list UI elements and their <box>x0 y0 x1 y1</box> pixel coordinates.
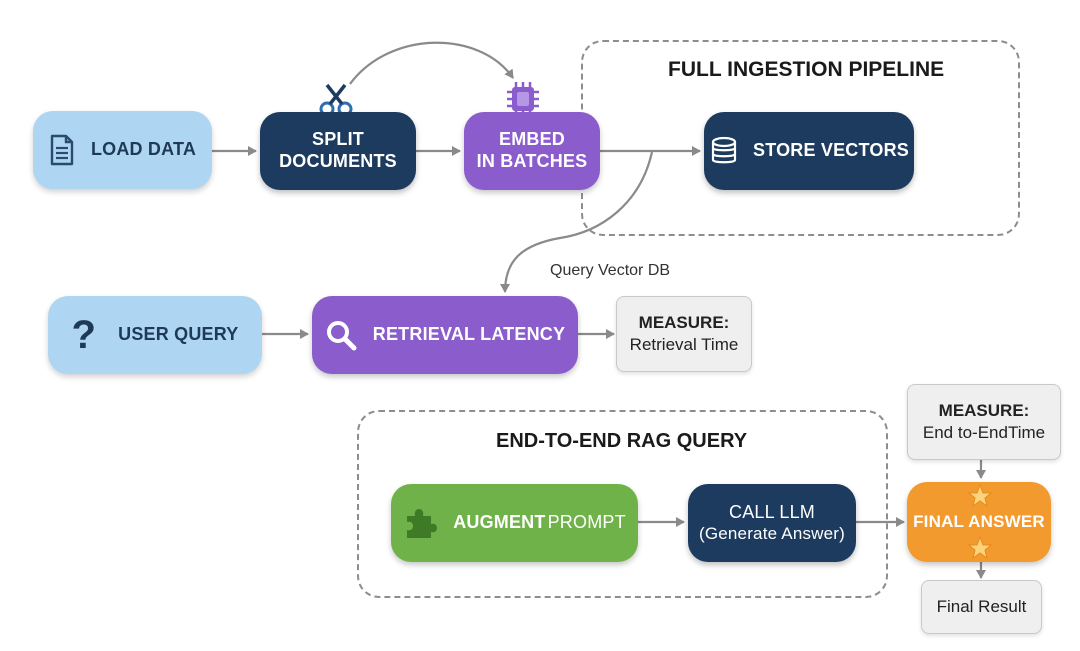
final-result-text: Final Result <box>936 597 1027 616</box>
database-icon <box>709 136 739 166</box>
embed-batches-label-2: IN BATCHES <box>476 151 588 171</box>
call-llm-label-1: CALL LLM <box>729 502 815 522</box>
retrieval-latency-node[interactable]: RETRIEVAL LATENCY <box>312 296 578 374</box>
star-icon <box>967 483 993 513</box>
final-result-note: Final Result <box>921 580 1042 634</box>
measure-e2e-text: End to-EndTime <box>922 423 1046 442</box>
augment-prompt-node[interactable]: AUGMENT PROMPT <box>391 484 638 562</box>
store-vectors-label: STORE VECTORS <box>753 140 909 161</box>
user-query-node[interactable]: ? USER QUERY <box>48 296 262 374</box>
split-documents-node[interactable]: SPLIT DOCUMENTS <box>260 112 416 190</box>
measure-e2e-title: MEASURE: <box>938 401 1030 420</box>
retrieval-latency-label: RETRIEVAL LATENCY <box>372 324 566 345</box>
embed-batches-node[interactable]: EMBED IN BATCHES <box>464 112 600 190</box>
user-query-label: USER QUERY <box>118 324 239 345</box>
puzzle-icon <box>403 506 438 540</box>
measure-retrieval-title: MEASURE: <box>638 313 730 332</box>
arrow-split-to-embed-curve <box>349 41 514 85</box>
split-documents-label-1: SPLIT <box>311 129 364 150</box>
measure-e2e-note: MEASURE: End to-EndTime <box>907 384 1061 460</box>
augment-label-bold: AUGMENT <box>453 512 546 533</box>
store-vectors-node[interactable]: STORE VECTORS <box>704 112 914 190</box>
measure-retrieval-text: Retrieval Time <box>629 335 739 354</box>
augment-label-rest: PROMPT <box>547 512 626 533</box>
call-llm-label-2: (Generate Answer) <box>698 523 846 543</box>
ingestion-pipeline-title: FULL INGESTION PIPELINE <box>668 58 945 81</box>
question-icon: ? <box>71 313 97 357</box>
magnifier-icon <box>325 319 357 351</box>
split-documents-label-2: DOCUMENTS <box>279 151 397 171</box>
rag-query-title: END-TO-END RAG QUERY <box>496 430 748 452</box>
call-llm-node[interactable]: CALL LLM (Generate Answer) <box>688 484 856 562</box>
embed-batches-label-1: EMBED <box>498 129 565 150</box>
document-icon <box>49 134 75 166</box>
measure-retrieval-note: MEASURE: Retrieval Time <box>616 296 752 372</box>
star-icon <box>967 535 993 565</box>
load-data-node[interactable]: LOAD DATA <box>33 111 212 189</box>
load-data-label: LOAD DATA <box>90 139 197 160</box>
final-answer-label: FINAL ANSWER <box>913 511 1045 531</box>
rag-query-region <box>357 410 888 598</box>
query-vector-db-label: Query Vector DB <box>550 262 671 279</box>
